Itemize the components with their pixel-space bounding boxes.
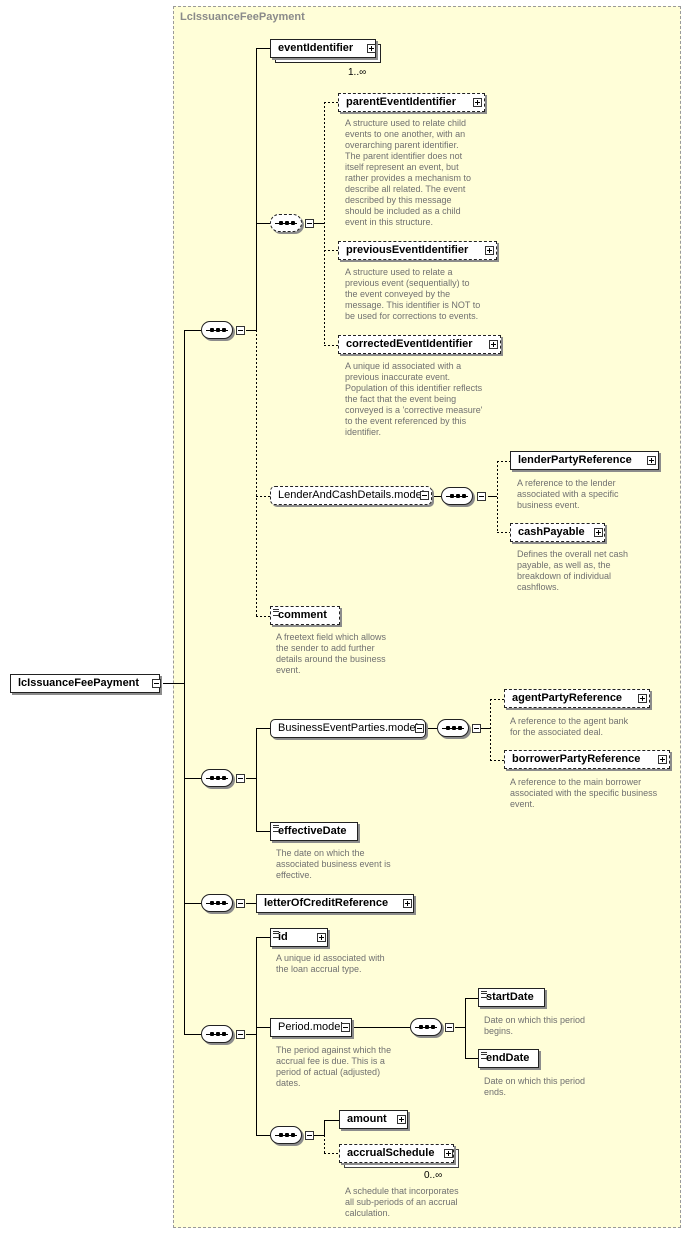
sequence-compositor-4[interactable]: [201, 1025, 233, 1043]
node-label: cashPayable: [518, 526, 585, 538]
expand-icon[interactable]: [647, 456, 656, 465]
node-label: correctedEventIdentifier: [346, 338, 473, 350]
node-label: borrowerPartyReference: [512, 753, 641, 765]
element-borrowerPartyReference[interactable]: borrowerPartyReference: [504, 750, 670, 769]
node-label: lenderPartyReference: [518, 454, 632, 466]
node-label: startDate: [486, 991, 534, 1003]
node-label: agentPartyReference: [512, 692, 623, 704]
node-label: accrualSchedule: [347, 1147, 435, 1159]
description-comment: A freetext field which allows the sender…: [276, 632, 387, 675]
sequence-compositor-1[interactable]: [201, 321, 233, 339]
element-parentEventIdentifier[interactable]: parentEventIdentifier: [338, 93, 485, 112]
sequence-compositor-lender[interactable]: [441, 487, 473, 505]
expand-icon[interactable]: [485, 246, 494, 255]
element-accrualSchedule[interactable]: accrualSchedule: [339, 1144, 454, 1163]
group-BusinessEventParties-model[interactable]: BusinessEventParties.model: [270, 719, 426, 738]
expand-icon[interactable]: [444, 1149, 453, 1158]
element-lenderPartyReference[interactable]: lenderPartyReference: [510, 451, 659, 470]
collapse-icon[interactable]: [341, 1023, 350, 1032]
expand-icon[interactable]: [403, 899, 412, 908]
node-label: Period.model: [278, 1021, 343, 1033]
description-agentPartyReference: A reference to the agent bank for the as…: [510, 716, 629, 737]
description-accrualSchedule: A schedule that incorporates all sub-per…: [345, 1186, 459, 1218]
element-comment[interactable]: comment: [270, 606, 340, 625]
expand-icon[interactable]: [367, 44, 376, 53]
node-label: parentEventIdentifier: [346, 96, 457, 108]
collapse-icon[interactable]: [477, 492, 486, 501]
element-effectiveDate[interactable]: effectiveDate: [270, 822, 358, 841]
description-parentEventIdentifier: A structure used to relate child events …: [345, 118, 472, 227]
collapse-icon[interactable]: [305, 219, 314, 228]
sequence-compositor-period[interactable]: [410, 1018, 442, 1036]
description-correctedEventIdentifier: A unique id associated with a previous i…: [345, 361, 483, 437]
optional-sequence-compositor[interactable]: [270, 214, 302, 232]
collapse-icon[interactable]: [236, 326, 245, 335]
description-periodModel: The period against which the accrual fee…: [276, 1045, 392, 1088]
description-previousEventIdentifier: A structure used to relate a previous ev…: [345, 267, 481, 321]
description-cashPayable: Defines the overall net cash payable, as…: [517, 549, 629, 592]
description-lenderPartyReference: A reference to the lender associated wit…: [517, 478, 619, 510]
element-startDate[interactable]: startDate: [478, 988, 545, 1007]
collapse-icon[interactable]: [152, 679, 161, 688]
node-label: endDate: [486, 1052, 530, 1064]
description-startDate: Date on which this period begins.: [484, 1015, 586, 1036]
expand-icon[interactable]: [489, 340, 498, 349]
collapse-icon[interactable]: [472, 724, 481, 733]
node-label: amount: [347, 1113, 387, 1125]
collapse-icon[interactable]: [236, 899, 245, 908]
element-eventIdentifier[interactable]: eventIdentifier: [270, 39, 376, 58]
description-borrowerPartyReference: A reference to the main borrower associa…: [510, 777, 658, 809]
sequence-compositor-2[interactable]: [201, 769, 233, 787]
element-correctedEventIdentifier[interactable]: correctedEventIdentifier: [338, 335, 501, 354]
description-endDate: Date on which this period ends.: [484, 1076, 586, 1097]
node-label: comment: [278, 609, 327, 621]
collapse-icon[interactable]: [236, 1030, 245, 1039]
element-letterOfCreditReference[interactable]: letterOfCreditReference: [256, 894, 414, 913]
group-Period-model[interactable]: Period.model: [270, 1018, 352, 1037]
sequence-compositor-amount[interactable]: [270, 1126, 302, 1144]
collapse-icon[interactable]: [415, 724, 424, 733]
expand-icon[interactable]: [397, 1115, 406, 1124]
frame-title: LcIssuanceFeePayment: [180, 11, 305, 23]
element-id[interactable]: id: [270, 928, 328, 947]
expand-icon[interactable]: [317, 933, 326, 942]
node-label: BusinessEventParties.model: [278, 722, 419, 734]
element-cashPayable[interactable]: cashPayable: [510, 523, 605, 542]
root-label: lcIssuanceFeePayment: [18, 677, 140, 689]
element-amount[interactable]: amount: [339, 1110, 408, 1129]
collapse-icon[interactable]: [305, 1131, 314, 1140]
node-label: id: [278, 931, 288, 943]
sequence-compositor-3[interactable]: [201, 894, 233, 912]
element-endDate[interactable]: endDate: [478, 1049, 539, 1068]
sequence-compositor-parties[interactable]: [437, 719, 469, 737]
description-effectiveDate: The date on which the associated busines…: [276, 848, 391, 880]
cardinality-label: 1..∞: [348, 67, 367, 78]
node-label: letterOfCreditReference: [264, 897, 389, 909]
node-label: LenderAndCashDetails.model: [278, 489, 425, 501]
root-element-lcIssuanceFeePayment[interactable]: lcIssuanceFeePayment: [10, 674, 161, 693]
node-label: eventIdentifier: [278, 42, 354, 54]
collapse-icon[interactable]: [445, 1023, 454, 1032]
cardinality-label: 0..∞: [424, 1170, 443, 1181]
expand-icon[interactable]: [638, 694, 647, 703]
expand-icon[interactable]: [658, 755, 667, 764]
expand-icon[interactable]: [594, 528, 603, 537]
expand-icon[interactable]: [473, 98, 482, 107]
group-LenderAndCashDetails-model[interactable]: LenderAndCashDetails.model: [270, 486, 432, 505]
element-agentPartyReference[interactable]: agentPartyReference: [504, 689, 650, 708]
collapse-icon[interactable]: [236, 774, 245, 783]
element-previousEventIdentifier[interactable]: previousEventIdentifier: [338, 241, 497, 260]
node-label: previousEventIdentifier: [346, 244, 469, 256]
node-label: effectiveDate: [278, 825, 347, 837]
collapse-icon[interactable]: [420, 491, 429, 500]
description-id: A unique id associated with the loan acc…: [276, 953, 385, 974]
